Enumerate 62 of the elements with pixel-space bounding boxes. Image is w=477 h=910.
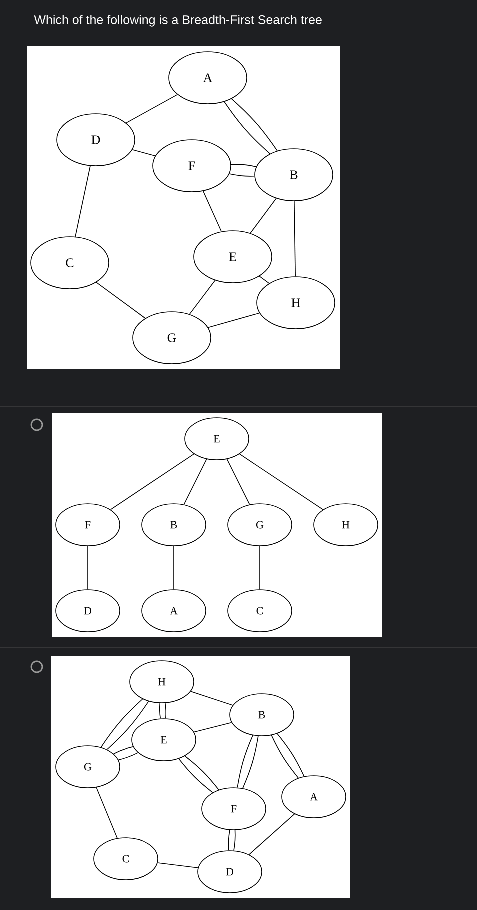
graph-node: G — [56, 746, 120, 788]
graph-node: B — [254, 148, 334, 202]
edge-line — [226, 458, 250, 506]
edge-line — [231, 98, 278, 152]
edge-line — [248, 814, 296, 856]
edge-line — [184, 458, 208, 506]
graph-node: G — [228, 504, 292, 546]
graph-node: C — [30, 236, 110, 290]
graph-node: C — [228, 590, 292, 632]
graph-node: E — [132, 718, 196, 762]
graph-node: D — [198, 850, 262, 894]
graph-node: H — [256, 276, 336, 330]
edge-line — [229, 174, 256, 177]
graph-node: E — [194, 230, 272, 284]
edge-line — [157, 862, 199, 868]
title: Which of the following is a Breadth-First Search tree — [34, 15, 322, 27]
graph-node: B — [230, 694, 294, 736]
graph-node: B — [142, 504, 206, 546]
edge-line — [294, 201, 296, 277]
graph-node: D — [56, 590, 120, 632]
graph-node: A — [168, 52, 248, 104]
edge-line — [159, 702, 162, 720]
edge-line — [178, 758, 214, 794]
edge-line — [132, 150, 156, 157]
edge-line — [113, 746, 134, 754]
edge-line — [189, 280, 216, 315]
edge-line — [184, 756, 220, 790]
edge-line — [237, 735, 254, 788]
graph-node: G — [132, 312, 212, 364]
edge-line — [242, 736, 259, 789]
edge-line — [110, 454, 195, 510]
edge-line — [239, 454, 324, 510]
edge-line — [190, 691, 234, 706]
edge-line — [224, 102, 271, 154]
edge-line — [202, 190, 222, 232]
edge-line — [230, 164, 257, 168]
edge-line — [194, 722, 232, 733]
edge-line — [250, 198, 277, 234]
edge-line — [126, 94, 178, 124]
edge-line — [208, 312, 260, 328]
edge-line — [164, 702, 167, 720]
graph-node: A — [142, 590, 206, 632]
edge-line — [96, 282, 146, 319]
graph-node: C — [94, 838, 158, 880]
edge-line — [100, 698, 144, 748]
edge-line — [234, 830, 236, 852]
graph-node: A — [282, 776, 346, 818]
graph-node: F — [202, 788, 266, 830]
edge-line — [259, 276, 270, 284]
graph-node: D — [56, 114, 136, 166]
edge-line — [96, 787, 118, 839]
edge-line — [228, 830, 230, 852]
edge-line — [106, 701, 150, 750]
graph-node: F — [56, 504, 120, 546]
edge-line — [271, 735, 299, 779]
graph-node: H — [130, 660, 194, 704]
edge-line — [277, 733, 305, 777]
edge-line — [75, 166, 91, 238]
graph-node: F — [152, 140, 232, 192]
graph-node: E — [184, 418, 250, 460]
edge-line — [118, 752, 139, 761]
graph-node: H — [314, 504, 378, 546]
